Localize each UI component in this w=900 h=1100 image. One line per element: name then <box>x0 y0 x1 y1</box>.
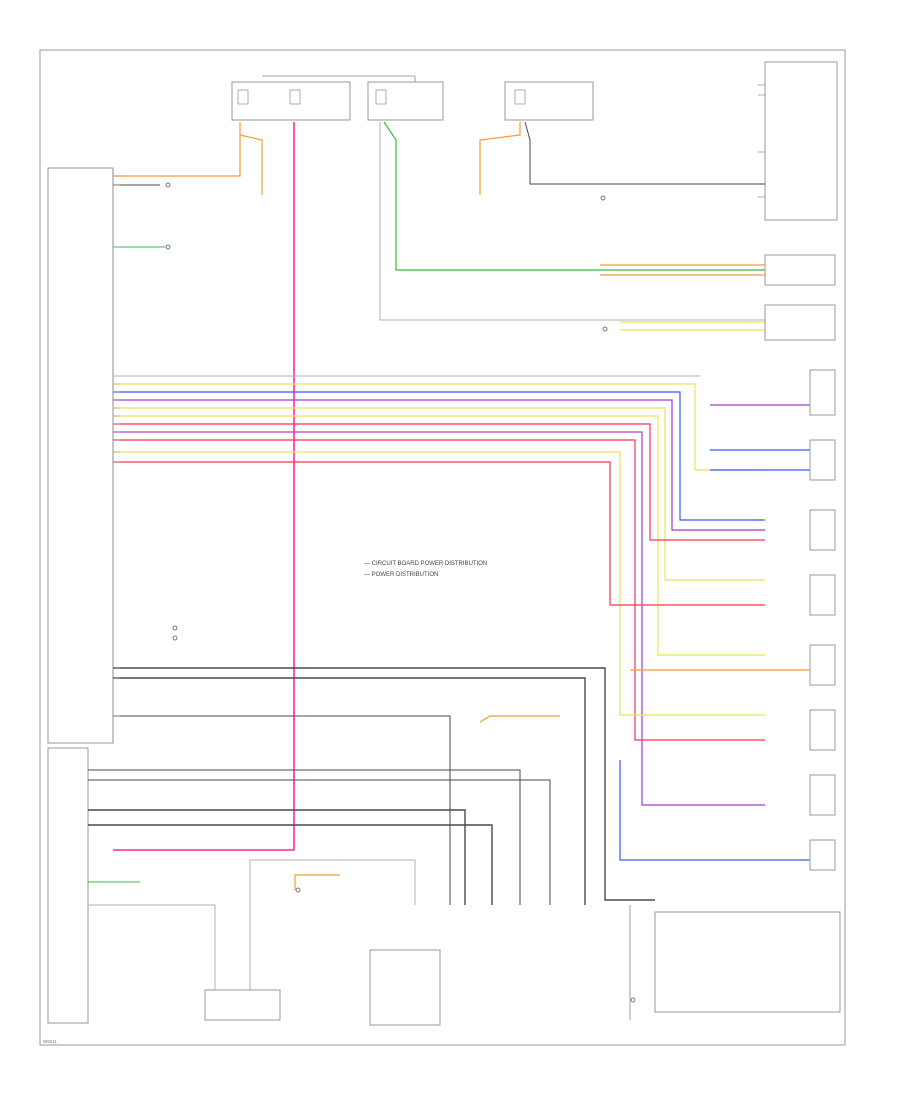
wire-black-5 <box>113 715 451 905</box>
connector-right-7 <box>809 774 836 816</box>
fuse-box-right <box>504 81 594 121</box>
wire-purple-bus <box>113 399 765 531</box>
wire-orange-lower-2 <box>479 715 560 723</box>
wire-gray-2 <box>88 904 216 990</box>
wire-red-bus-2 <box>113 439 765 741</box>
connector-right-2 <box>809 439 836 481</box>
legend-line-1: — CIRCUIT BOARD POWER DISTRIBUTION <box>364 561 487 567</box>
fuse-box-left <box>231 81 351 121</box>
wire-black-7 <box>88 779 551 905</box>
wire-blue-bus <box>113 391 765 521</box>
connector-right-10 <box>764 304 836 341</box>
wire-black-9 <box>88 824 493 905</box>
wire-purple-bus-2 <box>113 431 765 806</box>
connector-right-8 <box>809 839 836 871</box>
wire-orange-1 <box>113 122 241 177</box>
wire-red-bus-1 <box>113 423 765 541</box>
legend-line-2: — POWER DISTRIBUTION <box>364 572 438 578</box>
connector-right-9 <box>764 254 836 286</box>
component-lower-2 <box>204 989 281 1021</box>
wire-orange-3 <box>479 122 521 195</box>
wire-yellow-bus-1 <box>113 383 765 471</box>
wire-pink-main <box>113 122 295 851</box>
connector-top-right <box>758 61 838 221</box>
connector-right-4 <box>809 574 836 616</box>
wire-blue-long <box>619 760 810 861</box>
diagram-frame <box>39 49 846 1046</box>
wire-gray-1 <box>379 122 765 321</box>
main-module <box>47 167 114 1024</box>
wire-black-2 <box>524 121 765 185</box>
wire-orange-lower <box>294 874 340 890</box>
wire-black-3 <box>113 667 655 901</box>
connector-right-3 <box>809 509 836 551</box>
wire-black-6 <box>88 769 521 905</box>
fuse-box-middle <box>367 81 444 121</box>
connector-bottom-right <box>654 911 841 1013</box>
wire-green-1 <box>383 121 765 271</box>
module-pin-stubs <box>113 175 120 717</box>
connector-right-5 <box>809 644 836 686</box>
connector-right-6 <box>809 709 836 751</box>
wire-orange-2 <box>239 134 263 195</box>
wire-red-bus-3 <box>113 461 765 606</box>
wire-black-4 <box>113 677 586 905</box>
page-ref: W6011 <box>43 1039 57 1044</box>
connector-right-1 <box>809 369 836 416</box>
ground-symbol <box>165 182 636 1003</box>
wire-yellow-bus-4 <box>113 451 765 716</box>
wire-black-8 <box>88 809 466 905</box>
wire-yellow-bus-3 <box>113 415 765 656</box>
wire-gray-3 <box>249 859 416 990</box>
component-lower-1 <box>369 949 441 1026</box>
wire-yellow-bus-2 <box>113 407 765 581</box>
